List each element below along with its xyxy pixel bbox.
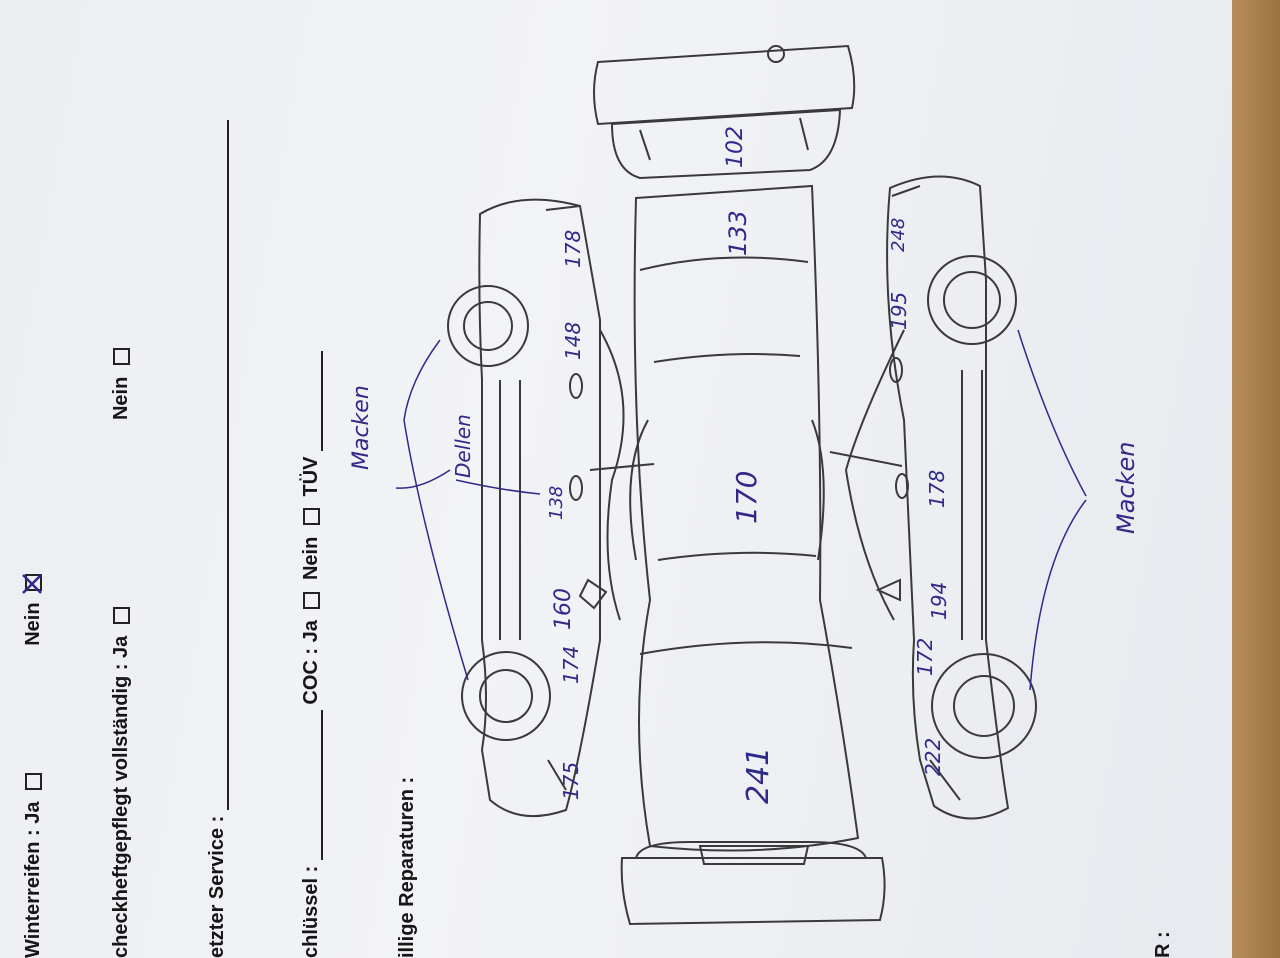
measurement-left-front-fender: 175 bbox=[559, 762, 583, 800]
measurement-hood: 241 bbox=[741, 747, 776, 804]
rear-view-drawing bbox=[593, 44, 856, 180]
right-side-view-drawing bbox=[844, 175, 1037, 820]
front-view-drawing bbox=[620, 841, 886, 926]
measurement-right-rear-corner: 248 bbox=[888, 218, 909, 252]
measurement-left-front-door-a: 174 bbox=[559, 646, 583, 684]
measurement-right-rear-door: 178 bbox=[925, 470, 949, 508]
measurement-right-rear-quarter: 195 bbox=[887, 292, 911, 330]
top-view-drawing bbox=[589, 184, 903, 852]
measurement-left-front-door-b: 160 bbox=[551, 588, 576, 630]
macken-annotation-right: Macken bbox=[1112, 442, 1140, 534]
measurement-trunk: 133 bbox=[724, 210, 752, 256]
wooden-table-edge bbox=[1232, 0, 1280, 958]
measurement-right-front-door-a: 172 bbox=[913, 638, 937, 676]
dellen-annotation: Dellen bbox=[451, 414, 475, 478]
measurement-left-rear-door: 138 bbox=[546, 486, 567, 520]
winterreifen-row: Winterreifen : Ja Nein bbox=[22, 568, 45, 958]
measurement-right-front-fender: 222 bbox=[921, 738, 945, 776]
annotation-lines bbox=[395, 329, 1087, 691]
measurement-roof: 170 bbox=[730, 471, 763, 524]
winterreifen-nein-checkbox-checked[interactable] bbox=[22, 573, 43, 594]
measurement-left-rear-quarter-a: 148 bbox=[561, 322, 585, 360]
macken-annotation-left: Macken bbox=[349, 385, 374, 470]
measurement-rear-bumper: 102 bbox=[723, 126, 748, 168]
left-side-view-drawing bbox=[447, 198, 625, 818]
measurement-right-front-door-b: 194 bbox=[927, 582, 951, 620]
measurement-left-rear-quarter-b: 178 bbox=[561, 230, 585, 268]
